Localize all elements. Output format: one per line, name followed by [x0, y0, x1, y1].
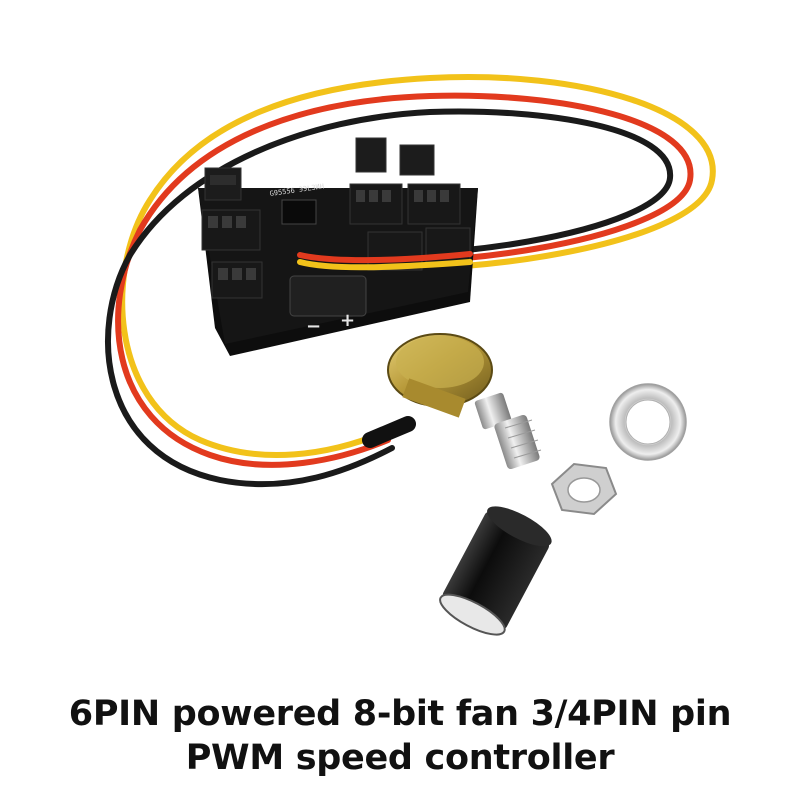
- potentiometer: [387, 333, 542, 470]
- caption-line-1: 6PIN powered 8-bit fan 3/4PIN pin: [68, 694, 732, 734]
- wire-red: [115, 92, 694, 468]
- knob-cap: [439, 506, 552, 636]
- product-photo: G95556 ЭЭLЗИН − +: [105, 74, 716, 636]
- fan-connector-left: [201, 167, 263, 299]
- wire-black: [105, 108, 674, 488]
- power-socket: [289, 275, 367, 317]
- potentiometer-shaft: [474, 392, 542, 470]
- wire-harness: [105, 74, 716, 488]
- polarity-minus: −: [306, 316, 321, 337]
- fan-connector-right: [349, 137, 471, 271]
- heat-shrink-sleeve: [362, 416, 416, 448]
- polarity-plus: +: [340, 310, 355, 331]
- wire-yellow: [119, 74, 716, 459]
- controller-board: G95556 ЭЭLЗИН − +: [198, 137, 478, 356]
- hex-nut: [550, 462, 618, 516]
- ic-chip: [281, 199, 317, 225]
- washer: [609, 383, 687, 461]
- caption-line-2: PWM speed controller: [185, 738, 615, 778]
